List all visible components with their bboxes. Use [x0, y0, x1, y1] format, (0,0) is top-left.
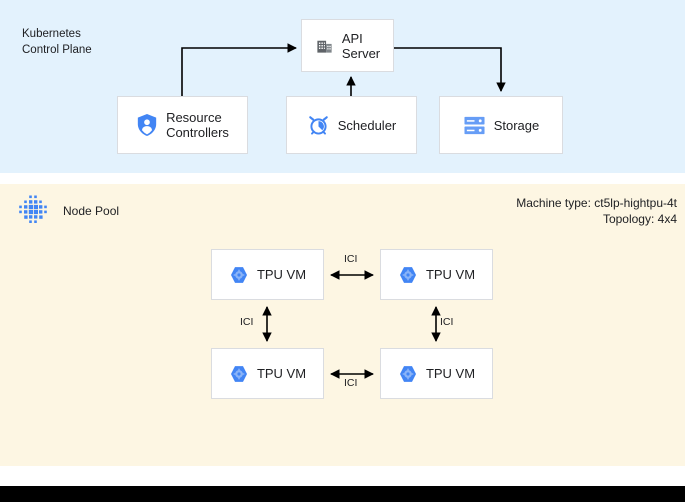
tpu-vm-label-3: TPU VM [256, 366, 307, 381]
ici-label-right: ICI [440, 316, 454, 328]
tpu-vm-label-2: TPU VM [425, 267, 476, 282]
api-server-label: API Server [341, 30, 381, 61]
tpu-vm-node-2[interactable]: TPU VM [380, 249, 493, 300]
resource-controllers-node[interactable]: Resource Controllers [117, 96, 248, 154]
tpu-hexagon-icon [399, 266, 416, 283]
tpu-vm-node-1[interactable]: TPU VM [211, 249, 324, 300]
tpu-hexagon-icon [230, 266, 247, 283]
tpu-vm-node-3[interactable]: TPU VM [211, 348, 324, 399]
topology-text: Topology: 4x4 [602, 212, 677, 226]
api-server-node[interactable]: API Server [301, 19, 394, 72]
storage-node[interactable]: Storage [439, 96, 563, 154]
storage-label: Storage [493, 117, 540, 133]
node-pool-panel [0, 184, 685, 466]
node-pool-metadata: Machine type: ct5lp-hightpu-4t Topology:… [516, 195, 677, 227]
dot-cluster-icon [19, 195, 47, 223]
scheduler-label: Scheduler [337, 117, 397, 133]
database-rack-icon [464, 116, 485, 134]
machine-type-text: Machine type: ct5lp-hightpu-4t [516, 196, 677, 210]
node-pool-title: Node Pool [63, 204, 120, 218]
building-icon [317, 40, 332, 53]
tpu-vm-label-1: TPU VM [256, 267, 307, 282]
alarm-clock-icon [308, 115, 328, 135]
resource-controllers-label: Resource Controllers [166, 110, 229, 140]
shield-person-icon [137, 114, 157, 136]
ici-label-bottom: ICI [344, 377, 358, 389]
ici-label-top: ICI [344, 253, 358, 265]
tpu-hexagon-icon [399, 365, 416, 382]
tpu-vm-node-4[interactable]: TPU VM [380, 348, 493, 399]
footer-bar [0, 486, 685, 502]
scheduler-node[interactable]: Scheduler [286, 96, 417, 154]
tpu-hexagon-icon [230, 365, 247, 382]
tpu-vm-label-4: TPU VM [425, 366, 476, 381]
ici-label-left: ICI [240, 316, 254, 328]
control-plane-title: Kubernetes Control Plane [22, 28, 92, 56]
